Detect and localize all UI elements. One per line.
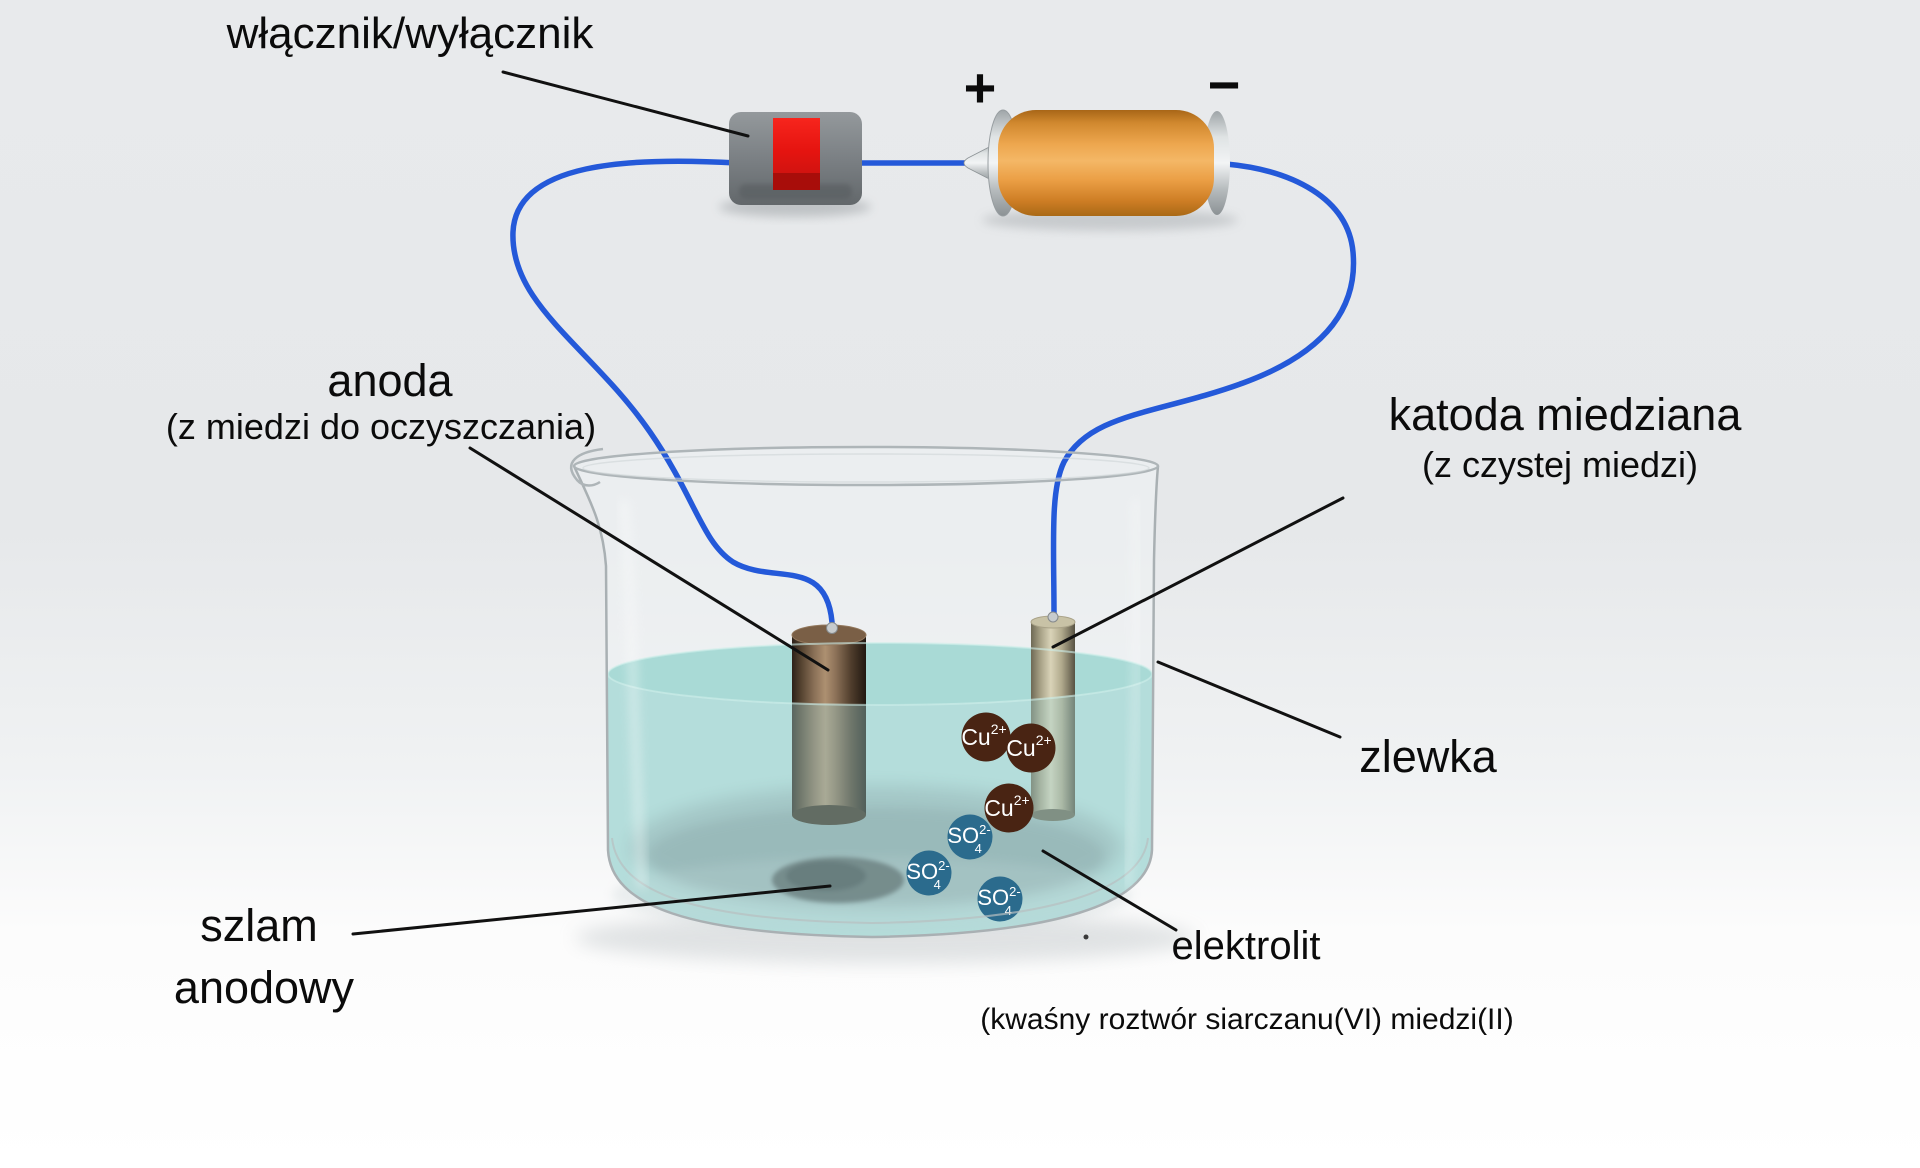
beaker-outline [572, 465, 1160, 939]
pointer-electrolyte [1041, 849, 1178, 932]
battery-plus-label: + [964, 56, 997, 119]
anode-slime [772, 857, 904, 903]
beaker-spout [570, 447, 604, 487]
cathode-body [1031, 622, 1075, 815]
cathode-label-sub: (z czystej miedzi) [1422, 444, 1698, 485]
electrolyte-label-sub: (kwaśny roztwór siarczanu(VI) miedzi(II) [980, 1003, 1513, 1036]
pointer-slime [351, 884, 832, 936]
switch [719, 112, 871, 217]
battery-minus-label: − [1208, 53, 1241, 116]
circuit-wires [510, 158, 1357, 625]
anode-wire-connector [826, 622, 838, 634]
switch-red-button-top [773, 118, 820, 173]
beaker-label: zlewka [1359, 731, 1498, 782]
copper-ion: Cu2+ [961, 712, 1011, 762]
sulfate-ion: SO2-4 [906, 850, 952, 896]
pointer-lines [351, 70, 1345, 936]
copper-ion-circle [1006, 723, 1056, 773]
copper-ion-circle [961, 712, 1011, 762]
beaker-glass-front [570, 445, 1160, 939]
anode-slime-core [786, 861, 866, 891]
glass-highlight-right [1124, 499, 1141, 889]
sulfate-ion: SO2-4 [947, 814, 993, 860]
sulfate-ion: SO2-4 [977, 876, 1023, 922]
ions: Cu2+ Cu2+ Cu2+ SO2-4 SO2-4 SO2-4 [906, 712, 1056, 922]
cathode-electrode [1030, 611, 1076, 821]
sulfate-ion-label: SO2-4 [977, 884, 1020, 918]
slime-label-line1: szlam [200, 900, 318, 951]
sulfate-ion-label: SO2-4 [947, 822, 990, 856]
battery-body [998, 110, 1214, 216]
anode-electrode [791, 622, 867, 825]
stray-dot [1083, 934, 1089, 940]
sulfate-ion-circle [947, 814, 993, 860]
electrolyte-label-title: elektrolit [1172, 924, 1321, 968]
cathode-label-title: katoda miedziana [1389, 389, 1743, 440]
copper-ion-label: Cu2+ [961, 721, 1006, 750]
pointer-beaker [1156, 660, 1342, 739]
anode-label-title: anoda [327, 355, 453, 406]
copper-ion: Cu2+ [1006, 723, 1056, 773]
anode-label-sub: (z miedzi do oczyszczania) [166, 406, 596, 447]
beaker-rim-inner [582, 453, 1150, 483]
copper-ion-circle [984, 783, 1034, 833]
pointer-anode [468, 446, 830, 672]
cathode-wire-connector [1047, 611, 1059, 623]
wire-switch-to-anode [510, 158, 835, 625]
slime-label-line2: anodowy [174, 962, 355, 1013]
switch-label: włącznik/wyłącznik [226, 9, 595, 58]
pointer-switch [501, 70, 750, 138]
sulfate-ion-circle [906, 850, 952, 896]
battery [963, 109, 1238, 231]
cathode-bottom [1031, 809, 1075, 821]
pointer-cathode [1051, 496, 1345, 649]
glass-highlight-left [619, 499, 647, 889]
sulfate-ion-label: SO2-4 [906, 858, 949, 892]
labels: włącznik/wyłącznik + − anoda (z miedzi d… [166, 9, 1742, 1036]
copper-ion-label: Cu2+ [984, 792, 1029, 821]
wire-battery-to-cathode [1050, 161, 1357, 617]
electrolyte-front-overlay [608, 674, 1152, 937]
switch-body-inner-shade [739, 184, 852, 199]
sulfate-ion-circle [977, 876, 1023, 922]
anode-bottom [792, 805, 866, 825]
anode-body [792, 635, 866, 815]
copper-ion: Cu2+ [984, 783, 1034, 833]
switch-red-button-front [773, 173, 820, 190]
copper-ion-label: Cu2+ [1006, 732, 1051, 761]
electrolyte-surface [608, 643, 1152, 705]
beaker-rim [572, 445, 1160, 487]
